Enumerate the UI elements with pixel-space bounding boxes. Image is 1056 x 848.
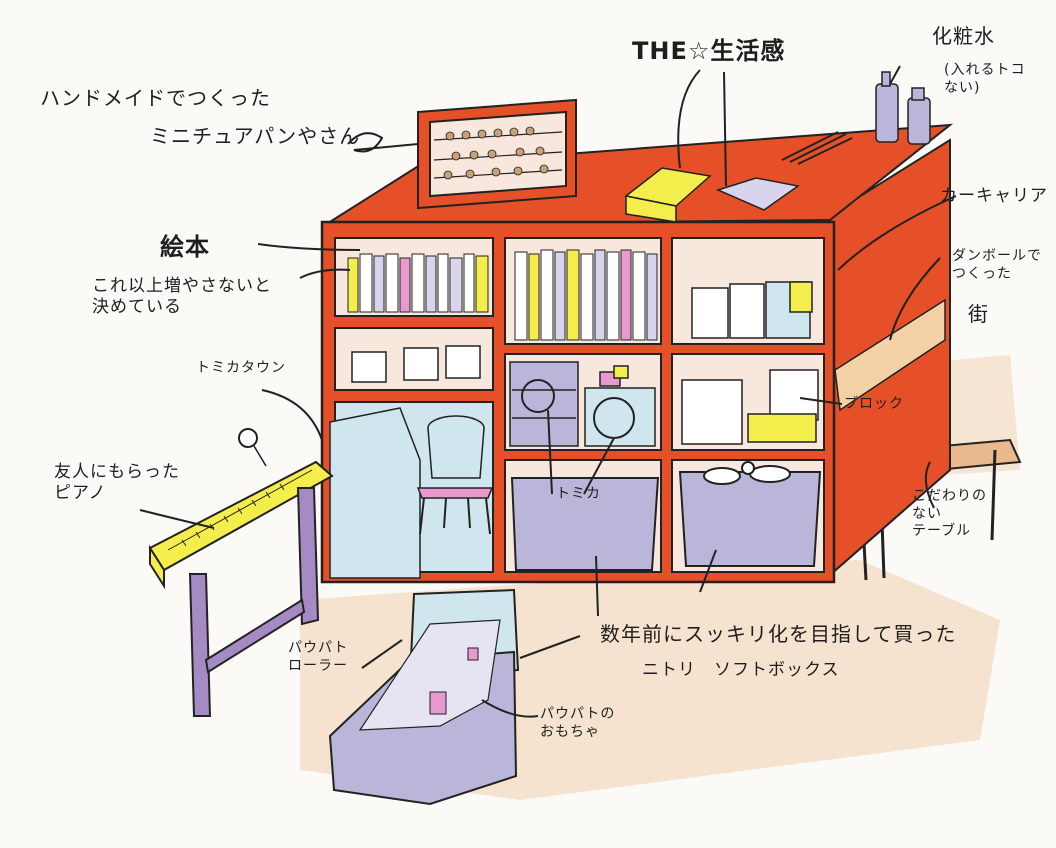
label-cosmetics: 化粧水 [932,24,995,48]
car-carrier-items [691,281,813,339]
annotation-lines [139,65,957,718]
soft-boxes [510,461,822,571]
brushes [781,131,853,165]
cardboard-town [834,298,946,412]
paw-toy [429,691,447,715]
tray [715,177,800,211]
label-no-more: これ以上増やさないと 決めている [92,276,272,318]
label-piano: 友人にもらった ピアノ [54,462,180,504]
label-nitori: ニトリ ソフトボックス [642,660,840,680]
top-items [624,71,931,223]
piano [148,428,334,717]
label-tomica: トミカ [556,486,601,502]
tomica-town [329,407,494,579]
label-box-bought: 数年前にスッキリ化を目指して買った [600,622,957,646]
bottle-right [907,97,931,145]
label-table: こだわりの ない テーブル [912,488,987,539]
label-toys: パウパトの おもちゃ [540,706,616,740]
bottle-left [875,83,899,143]
block-box [681,369,819,445]
label-roller: パウパト ローラー [288,640,349,674]
label-handmade: ハンドメイドでつくった [40,86,271,110]
label-car-carrier: カーキャリア [940,186,1048,206]
label-picture-books: 絵本 [160,233,210,261]
label-no-place: (入れるトコ ない) [944,62,1026,96]
label-cardboard: ダンボールで つくった [952,248,1042,282]
picture-books [347,249,658,341]
small-boxes [351,345,481,383]
label-block: ブロック [844,396,904,412]
roller-box [328,588,520,806]
label-miniature: ミニチュアパンやさん [150,124,361,148]
label-town: 街 [968,302,989,326]
label-the-life: THE☆生活感 [632,37,786,65]
drawer-unit [509,361,656,447]
label-tomica-town: トミカタウン [196,360,286,376]
miniature-bakery [417,98,577,210]
